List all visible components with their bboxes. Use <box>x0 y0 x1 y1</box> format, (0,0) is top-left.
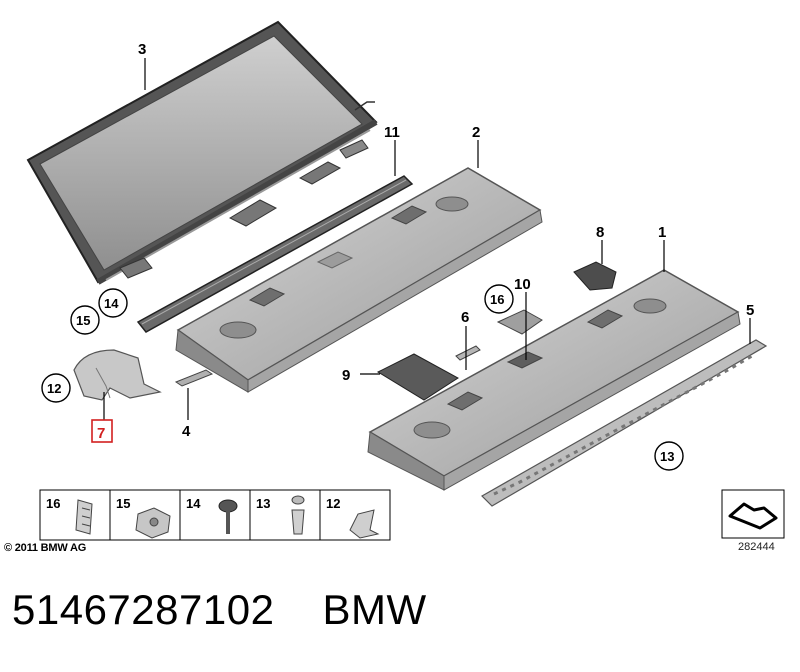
part-2-parcel-shelf-upper[interactable] <box>175 167 543 393</box>
spring-clip-icon <box>75 499 93 535</box>
highlight-box <box>91 419 113 443</box>
diagram-symbol-box <box>721 489 785 539</box>
legend-num-12: 12 <box>326 496 340 511</box>
legend-num-14: 14 <box>186 496 201 511</box>
callout-7: 7 <box>97 425 105 442</box>
bracket-clip-icon <box>349 509 380 539</box>
parts-diagram: 3 11 2 1 8 10 5 6 9 4 7 14 15 12 16 13 1… <box>26 20 785 541</box>
expanding-rivet-icon <box>291 495 305 505</box>
part-10-cover[interactable] <box>496 309 543 335</box>
legend-cell-13[interactable]: 13 <box>256 495 305 535</box>
callouts: 3 11 2 1 8 10 5 6 9 4 <box>138 41 754 440</box>
callout-16: 16 <box>490 292 504 307</box>
copyright: © 2011 BMW AG <box>4 542 87 554</box>
part-number: 51467287102 <box>12 586 275 633</box>
callout-8: 8 <box>596 224 604 241</box>
callout-4: 4 <box>182 423 191 440</box>
circled-callouts: 14 15 12 16 13 <box>41 284 684 471</box>
part-7-bracket[interactable] <box>73 349 162 401</box>
callout-5: 5 <box>746 302 754 319</box>
brand-name: BMW <box>322 586 427 633</box>
callout-15: 15 <box>76 313 90 328</box>
part-1-parcel-shelf-lower[interactable] <box>367 269 741 491</box>
legend-cell-15[interactable]: 15 <box>116 496 171 539</box>
callout-14: 14 <box>104 296 119 311</box>
part-3-roller-sunblind[interactable] <box>26 20 378 285</box>
callout-11: 11 <box>384 124 400 141</box>
panel-symbol-icon <box>728 502 778 530</box>
part-caption: 51467287102 BMW <box>12 586 475 634</box>
callout-3: 3 <box>138 41 146 58</box>
legend-cell-14[interactable]: 14 <box>186 496 238 534</box>
part-8-cover[interactable] <box>573 261 617 291</box>
callout-9: 9 <box>342 367 350 384</box>
leader-lines <box>103 58 751 420</box>
legend-num-13: 13 <box>256 496 270 511</box>
callout-13: 13 <box>660 449 674 464</box>
diagram-number: 282444 <box>738 541 775 553</box>
part-4-clip[interactable] <box>174 369 214 387</box>
callout-7-highlighted: 7 <box>91 419 113 443</box>
part-6-small-strip[interactable] <box>455 345 481 361</box>
legend-num-15: 15 <box>116 496 130 511</box>
callout-10: 10 <box>514 276 531 293</box>
callout-6: 6 <box>461 309 469 326</box>
callout-1: 1 <box>658 224 666 241</box>
legend-num-16: 16 <box>46 496 60 511</box>
part-5-trim-strip[interactable] <box>481 339 768 507</box>
legend-cell-12[interactable]: 12 <box>326 496 380 539</box>
fastener-legend: 16 15 14 13 12 <box>39 489 391 541</box>
callout-12: 12 <box>47 381 61 396</box>
part-9-cover-plate[interactable] <box>376 353 459 401</box>
part-11-seal-strip[interactable] <box>136 175 414 333</box>
legend-cell-16[interactable]: 16 <box>46 496 93 535</box>
callout-2: 2 <box>472 124 480 141</box>
